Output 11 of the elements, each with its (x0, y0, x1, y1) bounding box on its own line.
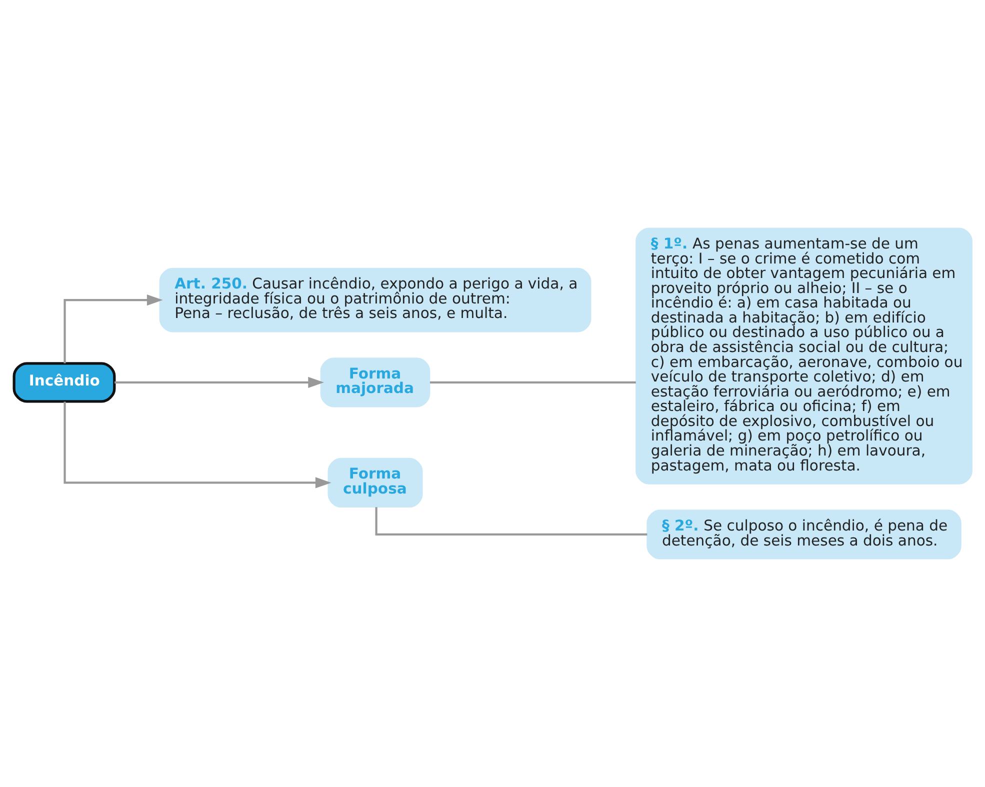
node-box: Art. 250. Causar incêndio, expondo a perigo a vida, a integridade física ou o patrimônio de outrem: Pena – reclusão, de três a seis anos, e multa. (158, 268, 591, 332)
arrow (63, 294, 162, 364)
node-box: Forma majorada (320, 358, 430, 408)
arrow (63, 402, 331, 488)
node-box: § 1º. As penas aumentam-se de um terço: I – se o crime é cometido com intuito de obter vantagem pecuniária em proveito próprio ou alheio; II – se o incêndio é: a) em casa habitada ou destinada a habitação; b) em edifício público ou destinado a uso público ou a obra de assistência social ou de cultura; c) em embarcação, aeronave, comboio ou veículo de transporte coletivo; d) em estação ferroviária ou aeródromo; e) em estaleiro, fábrica ou oficina; f) em depósito de explosivo, combustível ou inflamável; g) em poço petrolífico ou galeria de mineração; h) em lavoura, pastagem, mata ou floresta. (635, 228, 972, 484)
connector (429, 381, 636, 384)
arrow (114, 376, 324, 388)
connector (374, 507, 647, 536)
node-box: Forma culposa (327, 458, 422, 508)
node-box: Incêndio (12, 362, 116, 403)
node-box: § 2º. Se culposo o incêndio, é pena de detenção, de seis meses a dois anos. (646, 510, 961, 560)
